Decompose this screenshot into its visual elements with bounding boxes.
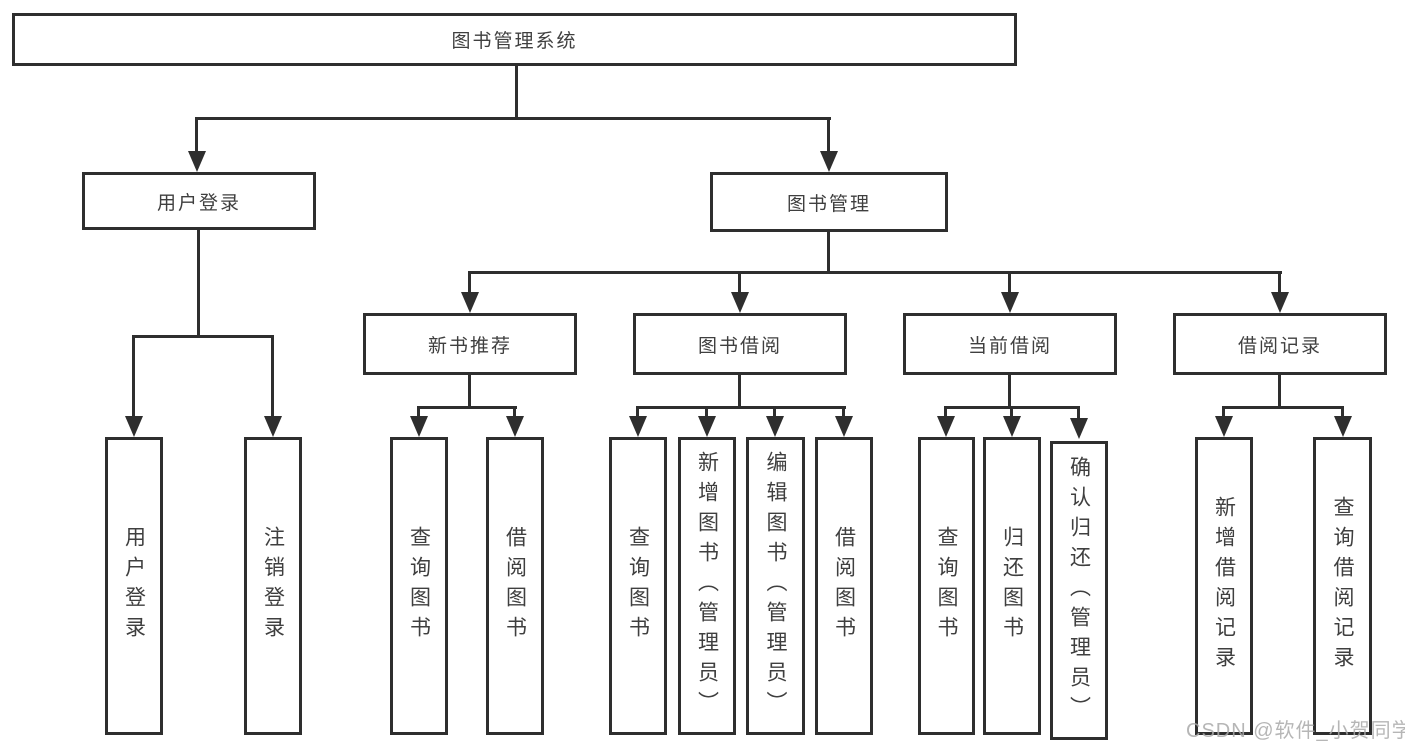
arrow-br-add — [1215, 416, 1233, 437]
node-user-login: 用户登录 — [82, 172, 316, 230]
connector-drop-br-query — [1341, 406, 1344, 418]
connector-drop-current-borrow — [1008, 271, 1011, 293]
arrow-book-management — [820, 151, 838, 172]
arrow-bb-query — [629, 416, 647, 437]
leaf-br-query-record: 查询借阅记录 — [1313, 437, 1372, 735]
connector-cb-stem — [1008, 375, 1011, 408]
node-book-management: 图书管理 — [710, 172, 948, 232]
connector-drop-bb-query — [636, 406, 639, 418]
arrow-bb-borrow — [835, 416, 853, 437]
leaf-nbr-borrow-books: 借阅图书 — [486, 437, 544, 735]
connector-bb-stem — [738, 375, 741, 408]
connector-drop-bb-add — [705, 406, 708, 418]
leaf-bb-query-books: 查询图书 — [609, 437, 667, 735]
node-new-book-recommend: 新书推荐 — [363, 313, 577, 375]
connector-level2-bar — [468, 271, 1282, 274]
connector-root-bar — [196, 117, 831, 120]
connector-drop-cb-confirm — [1077, 406, 1080, 418]
connector-drop-new-book — [468, 271, 471, 293]
connector-drop-bb-borrow — [842, 406, 845, 418]
connector-drop-cb-return — [1010, 406, 1013, 418]
connector-drop-leaf-logout — [271, 335, 274, 417]
node-current-borrowing: 当前借阅 — [903, 313, 1117, 375]
arrow-bb-edit — [766, 416, 784, 437]
connector-drop-bb-edit — [773, 406, 776, 418]
leaf-logout: 注销登录 — [244, 437, 302, 735]
node-library-management-system: 图书管理系统 — [12, 13, 1017, 66]
arrow-book-borrow — [731, 292, 749, 313]
connector-root-stem — [515, 66, 518, 118]
connector-book-management-stem — [827, 232, 830, 273]
connector-nbr-stem — [468, 375, 471, 408]
connector-br-stem — [1278, 375, 1281, 408]
arrow-bb-add — [698, 416, 716, 437]
connector-drop-nbr-borrow — [513, 406, 516, 418]
leaf-bb-edit-books-admin: 编辑图书（管理员） — [746, 437, 805, 735]
connector-drop-nbr-query — [417, 406, 420, 418]
node-book-borrowing: 图书借阅 — [633, 313, 847, 375]
arrow-user-login — [188, 151, 206, 172]
connector-user-login-bar — [132, 335, 274, 338]
leaf-cb-confirm-return-admin: 确认归还（管理员） — [1050, 441, 1108, 740]
arrow-nbr-borrow — [506, 416, 524, 437]
leaf-nbr-query-books: 查询图书 — [390, 437, 448, 735]
connector-br-bar — [1222, 406, 1344, 409]
leaf-bb-borrow-books: 借阅图书 — [815, 437, 873, 735]
connector-bb-bar — [636, 406, 846, 409]
arrow-cb-confirm — [1070, 418, 1088, 439]
arrow-cb-query — [937, 416, 955, 437]
leaf-br-add-record: 新增借阅记录 — [1195, 437, 1253, 735]
leaf-user-login: 用户登录 — [105, 437, 163, 735]
connector-user-login-stem — [197, 230, 200, 337]
connector-drop-book-management — [827, 117, 830, 154]
arrow-borrow-records — [1271, 292, 1289, 313]
watermark: CSDN @软件_小贺同学 — [1186, 720, 1405, 742]
connector-drop-book-borrow — [738, 271, 741, 293]
connector-drop-leaf-user-login — [132, 335, 135, 417]
arrow-current-borrow — [1001, 292, 1019, 313]
connector-drop-borrow-records — [1278, 271, 1281, 293]
leaf-cb-query-books: 查询图书 — [918, 437, 975, 735]
arrow-leaf-logout — [264, 416, 282, 437]
arrow-cb-return — [1003, 416, 1021, 437]
connector-drop-cb-query — [944, 406, 947, 418]
leaf-bb-add-books-admin: 新增图书（管理员） — [678, 437, 736, 735]
connector-drop-user-login — [195, 117, 198, 154]
leaf-cb-return-books: 归还图书 — [983, 437, 1041, 735]
arrow-new-book — [461, 292, 479, 313]
arrow-br-query — [1334, 416, 1352, 437]
arrow-nbr-query — [410, 416, 428, 437]
connector-nbr-bar — [417, 406, 517, 409]
arrow-leaf-user-login — [125, 416, 143, 437]
node-borrowing-records: 借阅记录 — [1173, 313, 1387, 375]
connector-drop-br-add — [1222, 406, 1225, 418]
